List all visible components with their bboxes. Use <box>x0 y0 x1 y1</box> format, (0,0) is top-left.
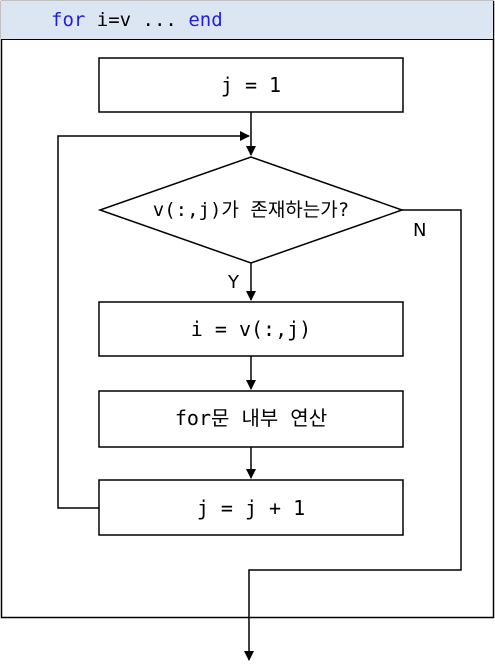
condition-label: v(:,j)가 존재하는가? <box>152 199 350 221</box>
loop-expression: i=v ... <box>96 9 177 31</box>
keyword-for: for <box>51 9 86 31</box>
yes-label: Y <box>228 272 239 293</box>
header-bar: for i=v ... end <box>1 1 493 40</box>
increment-box <box>98 479 404 536</box>
body-label: for문 내부 연산 <box>174 406 328 430</box>
increment-label: j = j + 1 <box>196 496 306 520</box>
keyword-end: end <box>188 9 223 31</box>
init-label: j = 1 <box>220 73 282 97</box>
loop-back-arrow <box>57 131 250 509</box>
assign-label: i = v(:,j) <box>190 317 312 341</box>
exit-arrow-no-branch <box>244 209 462 661</box>
header-code: for i=v ... end <box>51 9 223 31</box>
no-label: N <box>413 220 427 241</box>
